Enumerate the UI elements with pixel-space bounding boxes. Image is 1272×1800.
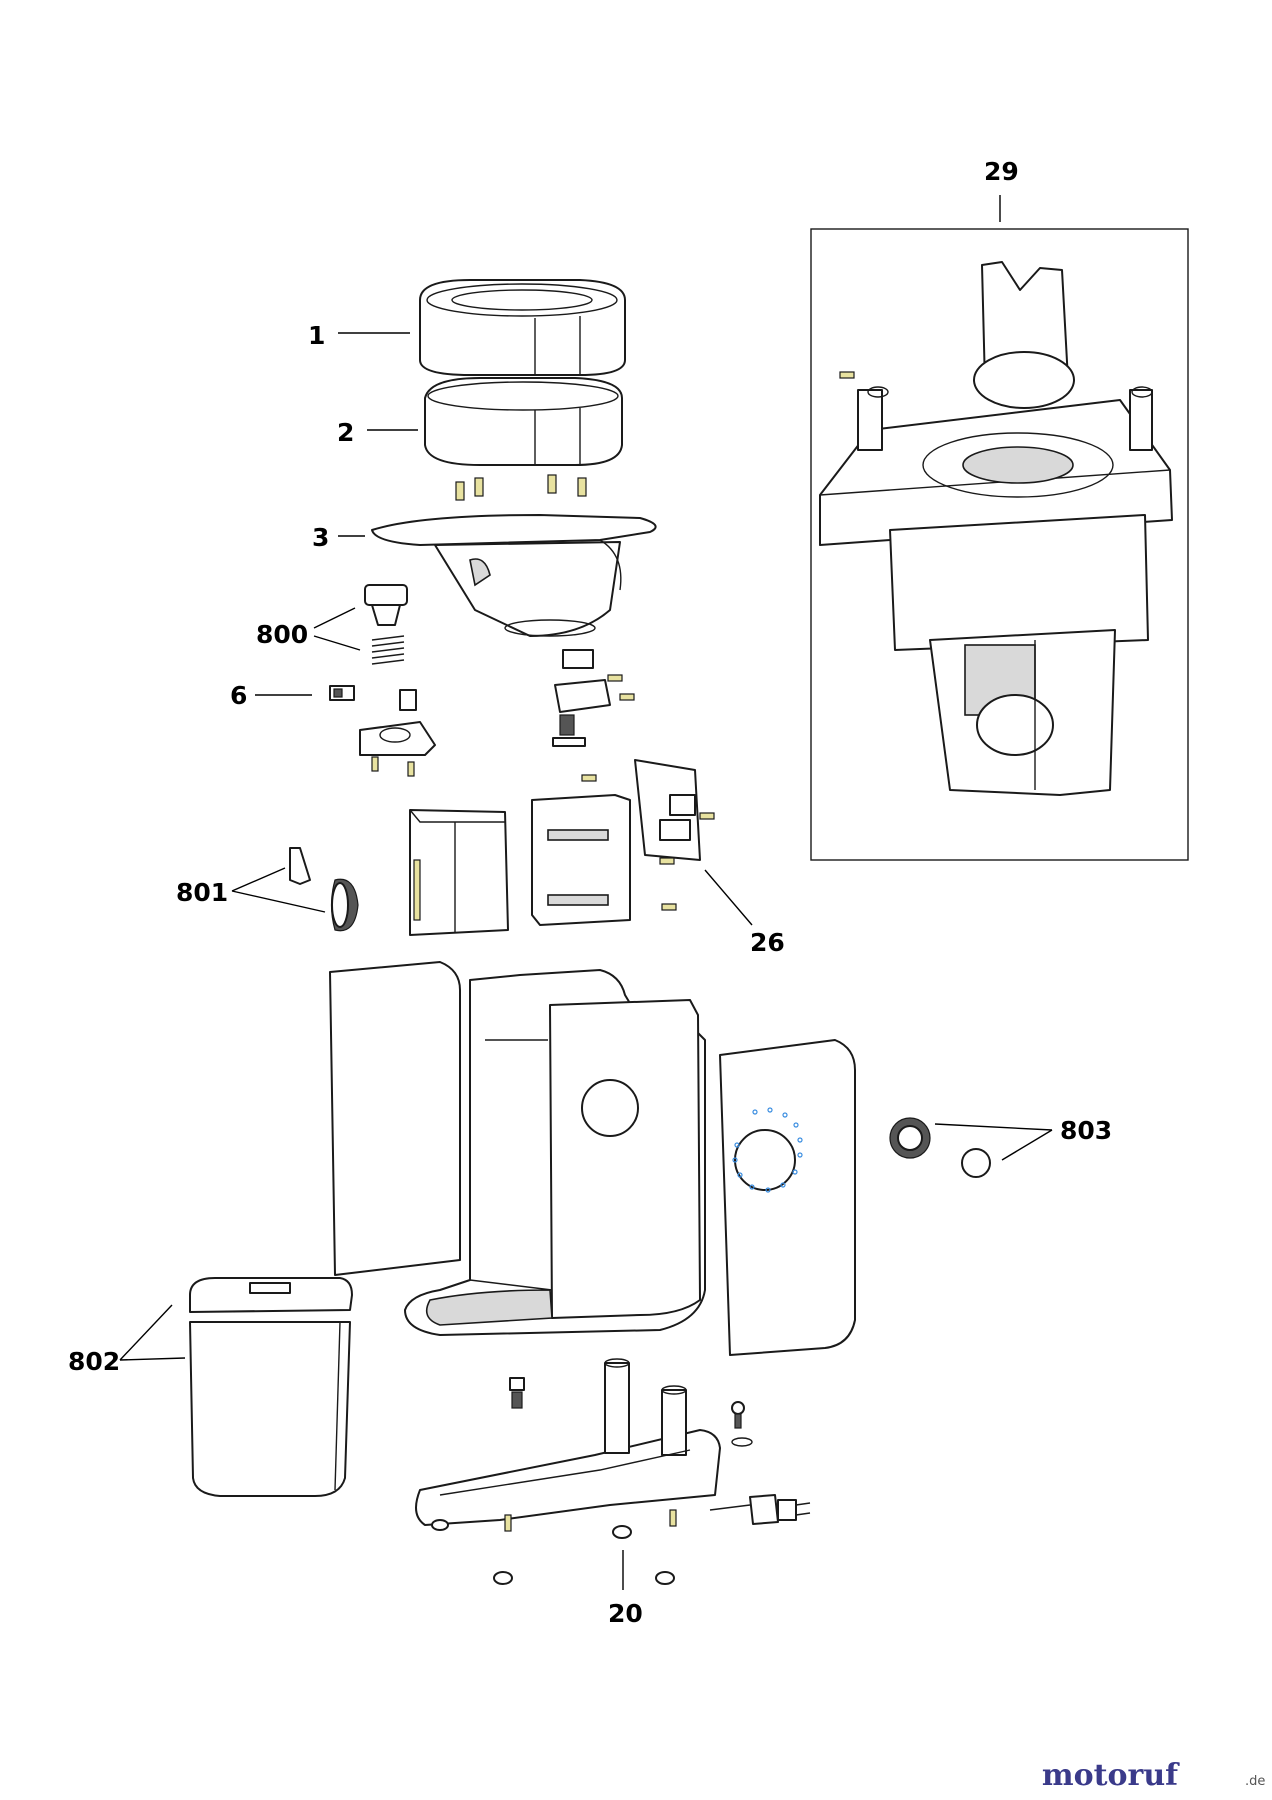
switch-bracket-left (359, 689, 436, 777)
watermark-brand: motoruf (1042, 1758, 1180, 1793)
switch-module-center (552, 649, 635, 747)
watermark-tld: .de (1245, 1774, 1265, 1789)
callout-29: 29 (984, 157, 1019, 186)
callout-2: 2 (337, 418, 354, 447)
callout-803: 803 (1060, 1116, 1112, 1145)
side-panel-right (719, 1039, 856, 1356)
callout-20: 20 (608, 1599, 643, 1628)
main-housing (329, 961, 706, 1336)
callout-801: 801 (176, 878, 228, 907)
part-6-switch (329, 685, 355, 701)
leader-lines (119, 195, 1053, 1590)
part-2-ring (424, 377, 623, 466)
callout-800: 800 (256, 620, 308, 649)
dial-marks (732, 1107, 803, 1193)
motor-cover (409, 809, 509, 936)
watermark-logo: motoruf .de (1042, 1758, 1265, 1793)
part-801-knob (289, 847, 359, 932)
part-802-container (189, 1277, 353, 1497)
callout-802: 802 (68, 1347, 120, 1376)
part-800-spring-assembly (364, 584, 408, 665)
callout-26: 26 (750, 928, 785, 957)
part-20-base (415, 1358, 811, 1585)
part-29-motor-unit (819, 261, 1173, 796)
callout-6: 6 (230, 681, 247, 710)
callout-3: 3 (312, 523, 329, 552)
part-1-lid (419, 279, 626, 376)
screws-ring (455, 474, 587, 501)
callout-1: 1 (308, 321, 325, 350)
callout-labels: 1 2 3 800 6 801 26 29 803 802 20 (68, 157, 1112, 1628)
power-plug (709, 1494, 811, 1525)
part-3-hopper (371, 514, 657, 637)
part-26-control-board (531, 759, 715, 926)
part-803-dial (889, 1117, 991, 1178)
